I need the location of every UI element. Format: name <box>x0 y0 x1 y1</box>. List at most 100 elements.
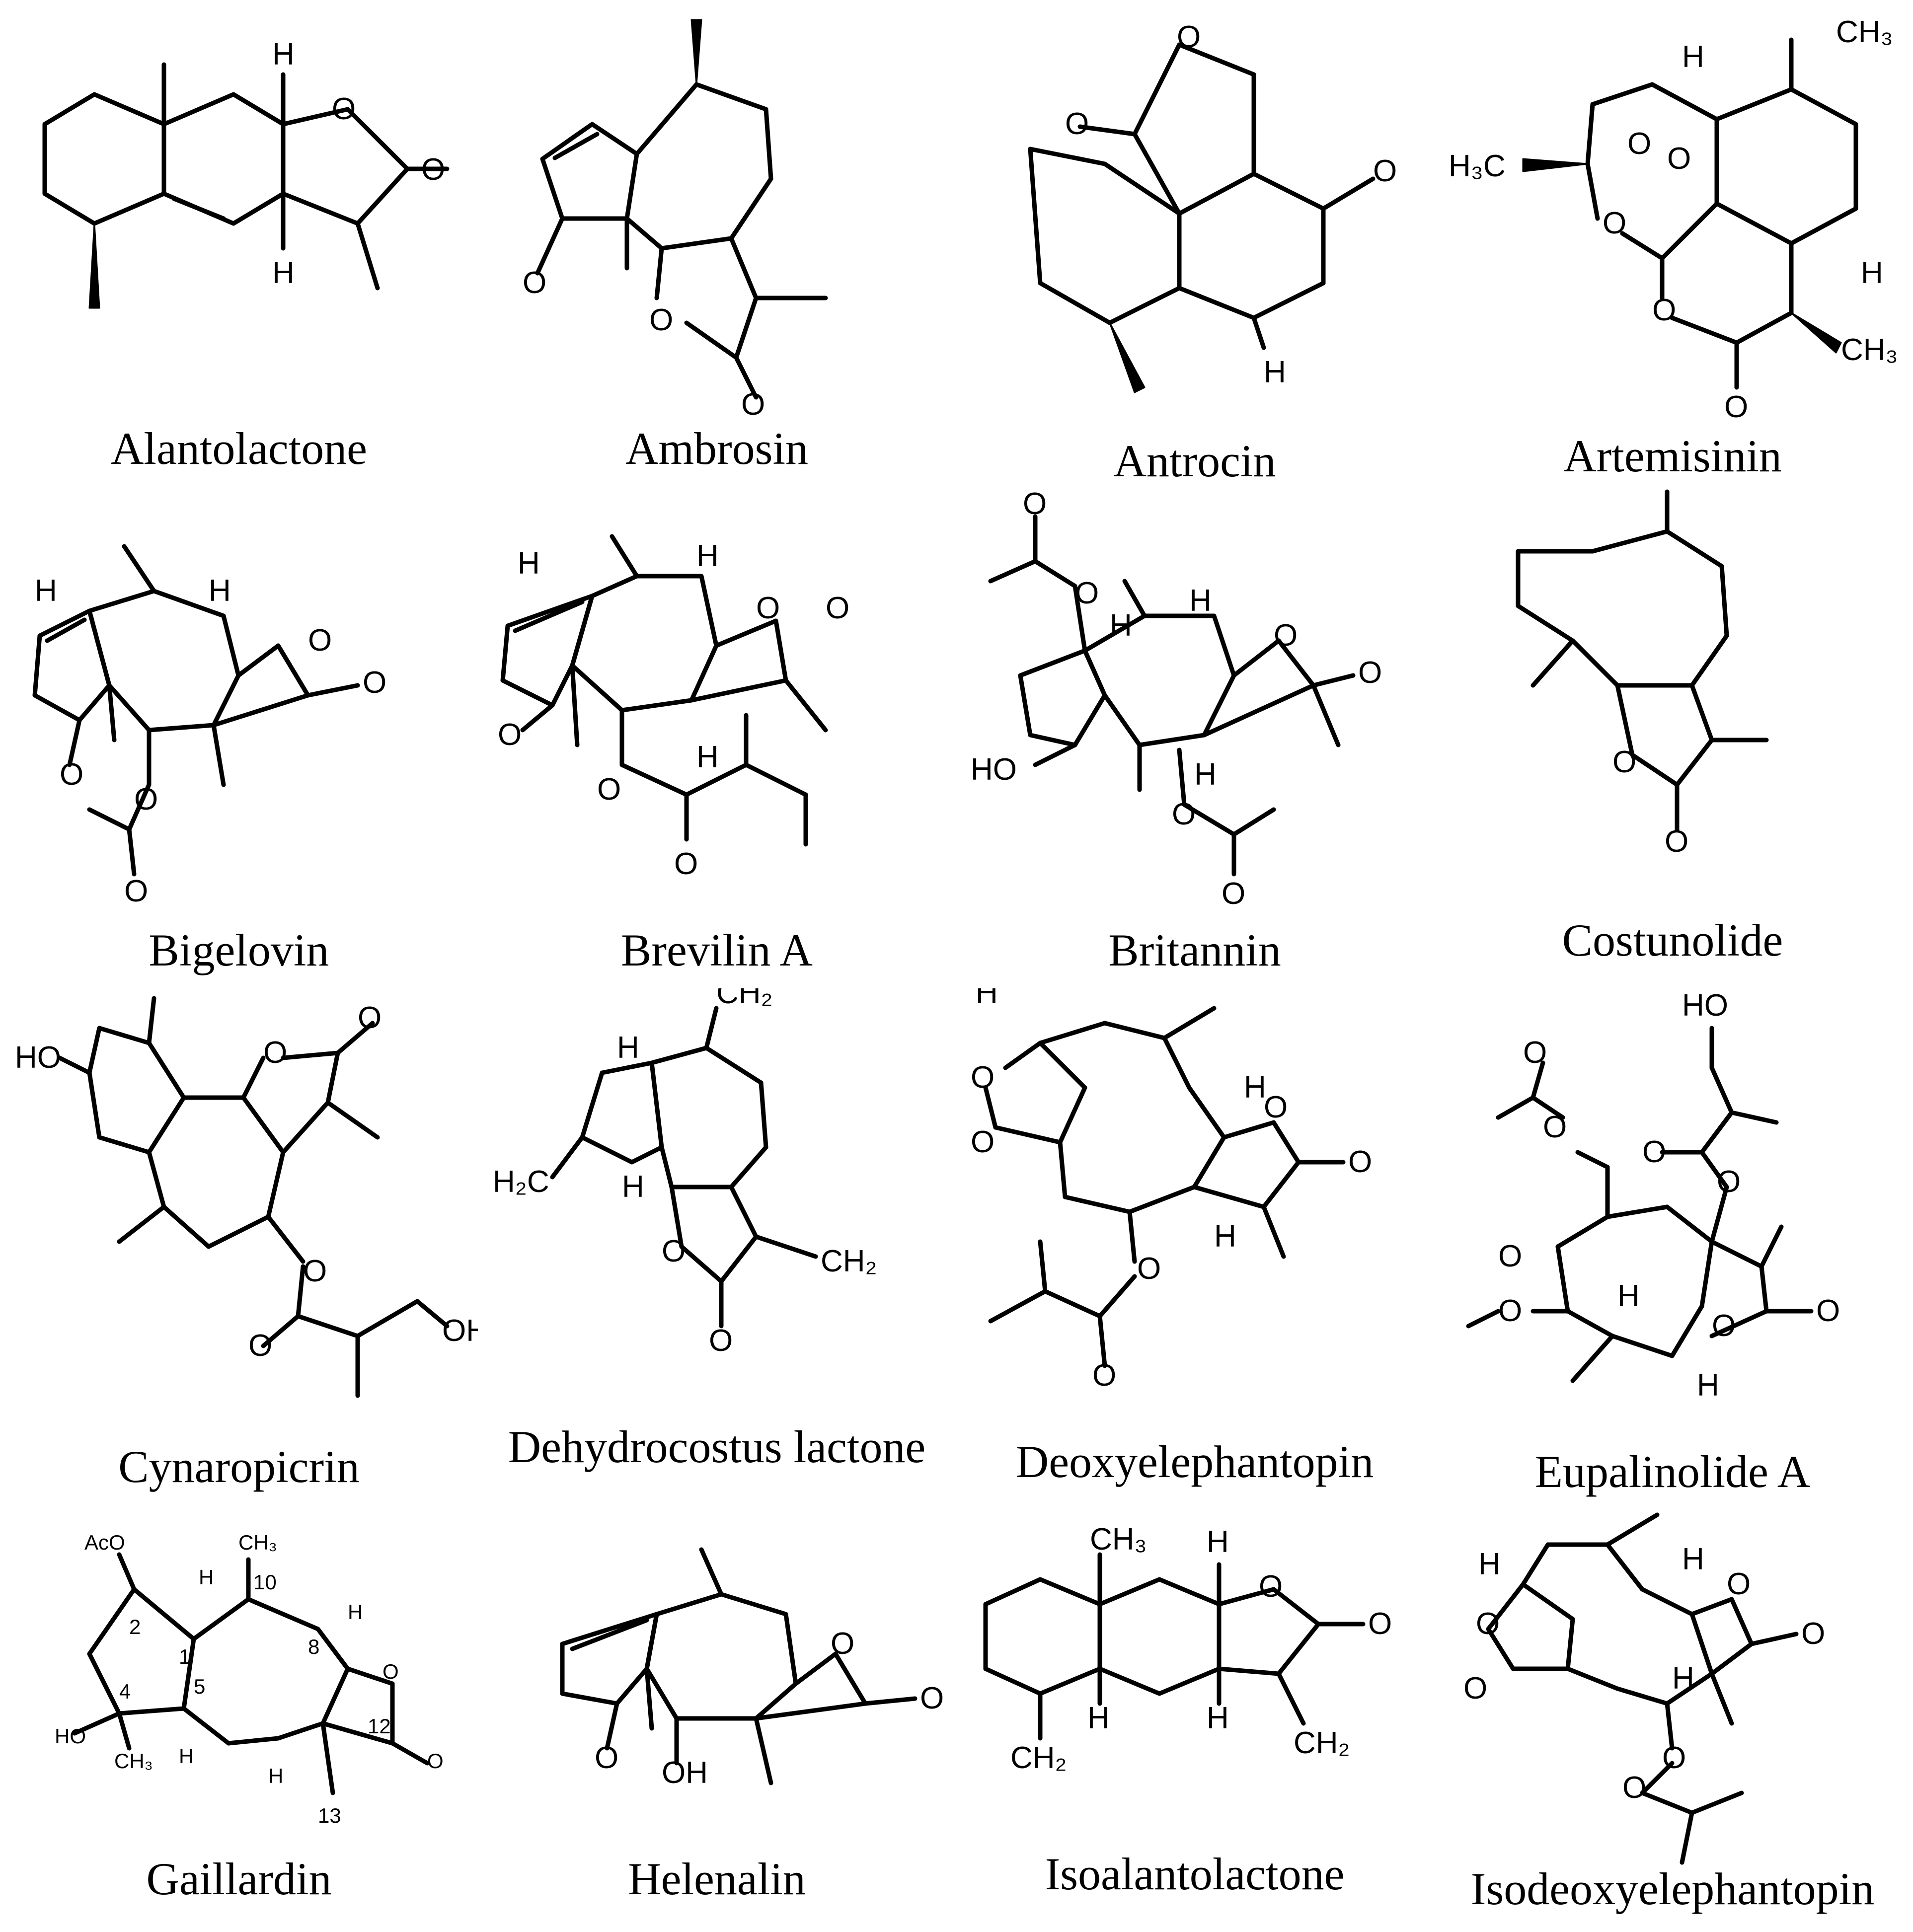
svg-text:O: O <box>1023 487 1047 521</box>
svg-text:8: 8 <box>308 1635 319 1658</box>
svg-text:O: O <box>1259 1569 1283 1604</box>
svg-text:O: O <box>1667 142 1691 176</box>
structure-antrocin: O O O H <box>956 0 1434 427</box>
structure-isodeoxyelephantopin: H H O O O O H O O <box>1434 1505 1912 1882</box>
compound-cell-gaillardin: AcO CH₃ H 10 2 1 4 5 8 H O 12 O HO CH₃ H… <box>0 1505 478 1932</box>
deoxyelephantopin-structure-drawing: H O O H O O H O O <box>971 988 1372 1393</box>
svg-text:O: O <box>1463 1671 1487 1706</box>
structure-helenalin: O O O OH <box>478 1505 956 1882</box>
svg-text:H: H <box>976 988 998 1010</box>
svg-text:H: H <box>1682 1542 1704 1576</box>
svg-text:H: H <box>518 546 540 581</box>
compound-name-helenalin: Helenalin <box>628 1854 806 1904</box>
structure-dehydrocostus-lactone: CH₂ H H₂C H CH₂ O O <box>478 988 956 1435</box>
compound-cell-dehydrocostus-lactone: CH₂ H H₂C H CH₂ O O Dehydrocostus lacton… <box>478 988 956 1505</box>
svg-text:O: O <box>383 1660 399 1683</box>
structure-gaillardin: AcO CH₃ H 10 2 1 4 5 8 H O 12 O HO CH₃ H… <box>0 1505 478 1882</box>
svg-text:O: O <box>124 874 148 908</box>
svg-text:1: 1 <box>179 1645 190 1668</box>
svg-text:O: O <box>1642 1135 1666 1169</box>
svg-text:H: H <box>268 1764 283 1787</box>
gaillardin-structure-drawing: AcO CH₃ H 10 2 1 4 5 8 H O 12 O HO CH₃ H… <box>55 1531 444 1827</box>
svg-text:O: O <box>595 1741 618 1775</box>
svg-text:H: H <box>1207 1701 1229 1735</box>
compound-cell-britannin: O O H H O O HO H O O Britannin <box>956 487 1434 983</box>
svg-text:O: O <box>1498 1294 1522 1328</box>
svg-text:HO: HO <box>971 752 1017 787</box>
compound-cell-ambrosin: O O O Ambrosin <box>478 0 956 477</box>
svg-text:O: O <box>1543 1110 1567 1144</box>
helenalin-structure-drawing: O O O OH <box>560 1547 944 1790</box>
compound-name-isoalantolactone: Isoalantolactone <box>1045 1849 1345 1899</box>
svg-text:O: O <box>1665 824 1688 859</box>
compound-cell-cynaropicrin: HO O O O O OH Cynaropicrin <box>0 988 478 1505</box>
svg-text:OH: OH <box>662 1756 708 1790</box>
svg-text:O: O <box>427 1749 444 1773</box>
compound-cell-deoxyelephantopin: H O O H O O H O O Deoxyelephantopin <box>956 988 1434 1505</box>
isodeoxyelephantopin-structure-drawing: H H O O O O H O O <box>1463 1512 1825 1865</box>
antrocin-structure-drawing: O O O H <box>1028 20 1397 393</box>
compound-name-alantolactone: Alantolactone <box>110 423 368 474</box>
svg-text:O: O <box>60 757 83 792</box>
svg-text:O: O <box>1092 1358 1116 1393</box>
compound-name-cynaropicrin: Cynaropicrin <box>118 1441 360 1492</box>
svg-text:O: O <box>920 1681 944 1715</box>
svg-text:H: H <box>1682 40 1704 74</box>
alantolactone-structure-drawing: H O O H <box>42 37 450 309</box>
svg-text:OH: OH <box>442 1314 478 1348</box>
compound-cell-bigelovin: H H O O O O O Bigelovin <box>0 487 478 983</box>
compound-name-gaillardin: Gaillardin <box>146 1854 332 1904</box>
svg-text:O: O <box>1662 1741 1686 1775</box>
compound-cell-antrocin: O O O H Antrocin <box>956 0 1434 486</box>
svg-text:H: H <box>1207 1525 1229 1559</box>
svg-text:O: O <box>1177 20 1201 54</box>
svg-text:O: O <box>597 772 621 807</box>
svg-text:H: H <box>1214 1219 1236 1254</box>
svg-text:H: H <box>272 256 295 290</box>
brevilin-a-structure-drawing: H H O O O H O O <box>498 534 849 881</box>
svg-text:H: H <box>1194 757 1217 792</box>
svg-text:H: H <box>35 574 57 608</box>
svg-text:HO: HO <box>55 1724 86 1748</box>
svg-text:O: O <box>1368 1607 1392 1641</box>
costunolide-structure-drawing: O O <box>1516 489 1769 859</box>
structure-deoxyelephantopin: H O O H O O H O O <box>956 988 1434 1455</box>
svg-text:O: O <box>971 1125 995 1159</box>
svg-text:H₃C: H₃C <box>1449 149 1506 183</box>
svg-text:CH₂: CH₂ <box>821 1244 877 1278</box>
compound-cell-helenalin: O O O OH Helenalin <box>478 1505 956 1932</box>
svg-text:O: O <box>1373 154 1397 188</box>
compound-name-eupalinolide-a: Eupalinolide A <box>1534 1446 1811 1497</box>
svg-text:AcO: AcO <box>84 1531 125 1554</box>
svg-text:H: H <box>617 1031 639 1065</box>
structure-isoalantolactone: CH₃ H O O H H CH₂ CH₂ <box>956 1505 1434 1882</box>
svg-text:H: H <box>1617 1279 1640 1313</box>
svg-text:O: O <box>523 266 546 300</box>
isoalantolactone-structure-drawing: CH₃ H O O H H CH₂ CH₂ <box>983 1522 1392 1775</box>
svg-text:H: H <box>199 1565 214 1589</box>
svg-text:O: O <box>1498 1239 1522 1273</box>
svg-text:O: O <box>1627 127 1651 161</box>
svg-text:O: O <box>831 1627 854 1661</box>
svg-text:O: O <box>1172 797 1196 831</box>
structure-alantolactone: H O O H <box>0 0 478 427</box>
compound-name-costunolide: Costunolide <box>1562 915 1783 966</box>
svg-text:CH₃: CH₃ <box>238 1531 277 1554</box>
svg-text:O: O <box>756 591 780 625</box>
svg-text:H: H <box>1244 1070 1266 1105</box>
compound-name-dehydrocostus-lactone: Dehydrocostus lactone <box>508 1421 926 1472</box>
svg-text:O: O <box>358 1001 382 1035</box>
svg-text:CH₃: CH₃ <box>1841 333 1898 367</box>
svg-text:HO: HO <box>1682 988 1728 1023</box>
svg-text:O: O <box>1712 1309 1736 1343</box>
ambrosin-structure-drawing: O O O <box>523 19 828 422</box>
svg-text:O: O <box>308 623 332 658</box>
compound-name-bigelovin: Bigelovin <box>149 925 329 975</box>
svg-text:O: O <box>1816 1294 1840 1328</box>
svg-text:O: O <box>263 1036 287 1070</box>
svg-text:H: H <box>348 1600 363 1624</box>
artemisinin-structure-drawing: H₃C O O O O O H H CH₃ CH₃ <box>1449 15 1898 424</box>
compound-cell-isodeoxyelephantopin: H H O O O O H O O Isodeoxyelephantopin <box>1434 1505 1912 1932</box>
svg-text:O: O <box>741 387 765 422</box>
